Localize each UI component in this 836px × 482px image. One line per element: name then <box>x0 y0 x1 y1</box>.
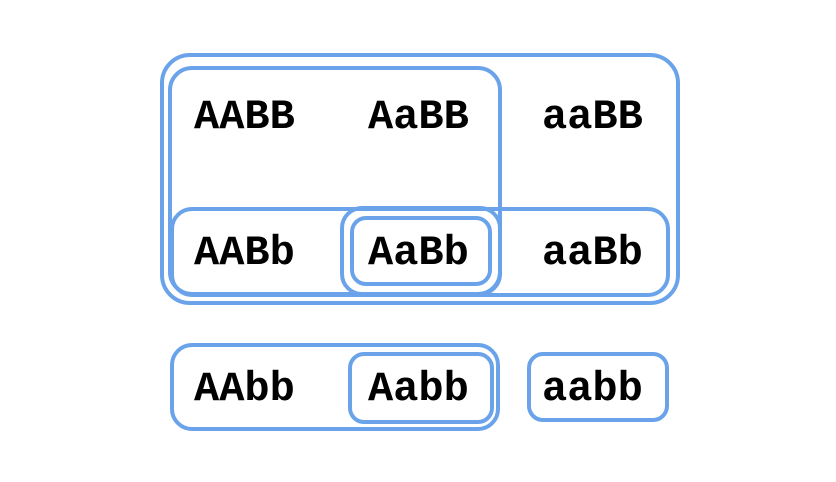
genotype-aabb: aabb <box>542 365 643 413</box>
recessive-group-box <box>527 352 669 422</box>
aabb-hetero-inner-box <box>350 216 492 286</box>
outer-group-box <box>160 53 680 305</box>
bottom-left-group-box <box>170 343 500 431</box>
genotype-AABB: AABB <box>194 93 295 141</box>
genotype-AABb: AABb <box>194 229 295 277</box>
genotype-AaBB: AaBB <box>368 93 469 141</box>
aabb-hetero-outer-box <box>340 206 502 296</box>
genotype-Aabb: Aabb <box>368 365 469 413</box>
genotype-aaBb: aaBb <box>542 229 643 277</box>
genotype-AAbb: AAbb <box>194 365 295 413</box>
aabb-single-outer-box <box>348 352 494 424</box>
genotype-aaBB: aaBB <box>542 93 643 141</box>
genotype-AaBb: AaBb <box>368 229 469 277</box>
